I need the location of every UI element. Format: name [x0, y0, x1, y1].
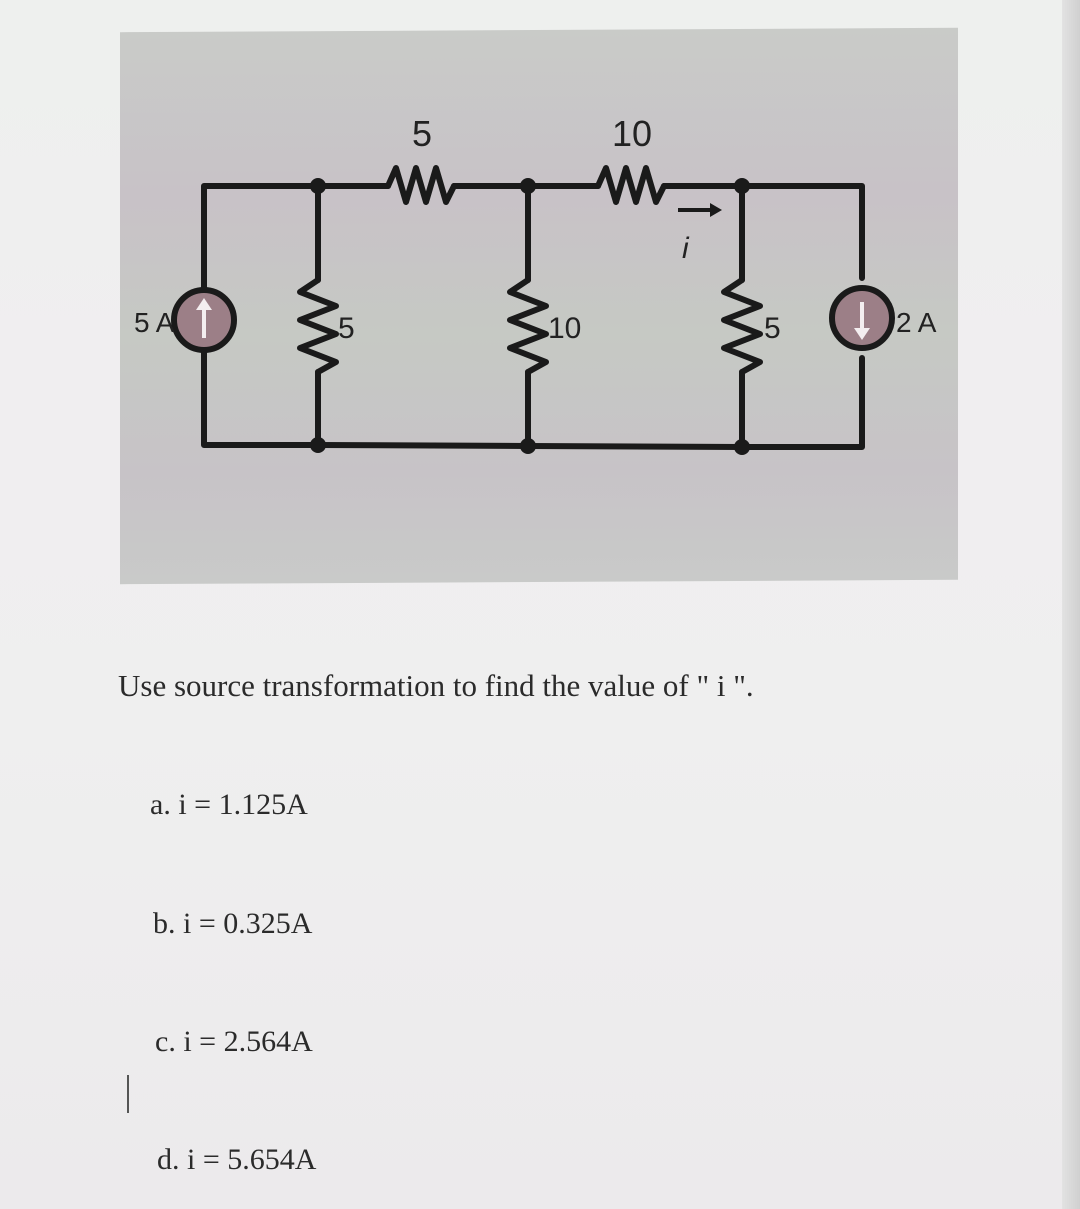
- label-r-shunt-1: 5: [338, 312, 355, 345]
- wire-left-top: [201, 183, 321, 293]
- resistor-top-left: [385, 165, 457, 205]
- wire-left-bottom: [201, 347, 321, 448]
- label-r-shunt-3: 5: [764, 312, 781, 345]
- wire-right-bottom: [739, 355, 865, 450]
- option-c[interactable]: c. i = 2.564A: [155, 1025, 313, 1058]
- label-r-shunt-2: 10: [548, 312, 581, 345]
- node-top-1: [310, 178, 326, 194]
- text-cursor: [127, 1075, 129, 1113]
- label-r-top-left: 5: [412, 113, 432, 154]
- label-source-right: 2 A: [896, 307, 937, 338]
- resistor-shunt-1: [297, 277, 339, 375]
- option-b[interactable]: b. i = 0.325A: [153, 907, 313, 940]
- label-source-left: 5 A: [134, 307, 175, 338]
- label-current: i: [682, 232, 690, 265]
- circuit-diagram: 5 A 5 10 5 10 5 2 A i: [134, 113, 937, 455]
- current-source-left: [171, 287, 237, 353]
- option-d[interactable]: d. i = 5.654A: [157, 1143, 317, 1176]
- node-bottom-1: [310, 437, 326, 453]
- resistor-shunt-3: [721, 277, 763, 375]
- node-top-2: [520, 178, 536, 194]
- question-text: Use source transformation to find the va…: [118, 668, 754, 703]
- resistor-top-right: [595, 165, 667, 205]
- label-r-top-right: 10: [612, 113, 652, 154]
- page-edge: [1062, 0, 1080, 1209]
- option-a[interactable]: a. i = 1.125A: [150, 788, 308, 821]
- node-bottom-3: [734, 439, 750, 455]
- node-top-3: [734, 178, 750, 194]
- node-bottom-2: [520, 438, 536, 454]
- resistor-shunt-2: [507, 277, 549, 375]
- wire-top-4: [661, 183, 865, 281]
- current-arrow-icon: [678, 203, 722, 217]
- current-source-right: [829, 285, 895, 351]
